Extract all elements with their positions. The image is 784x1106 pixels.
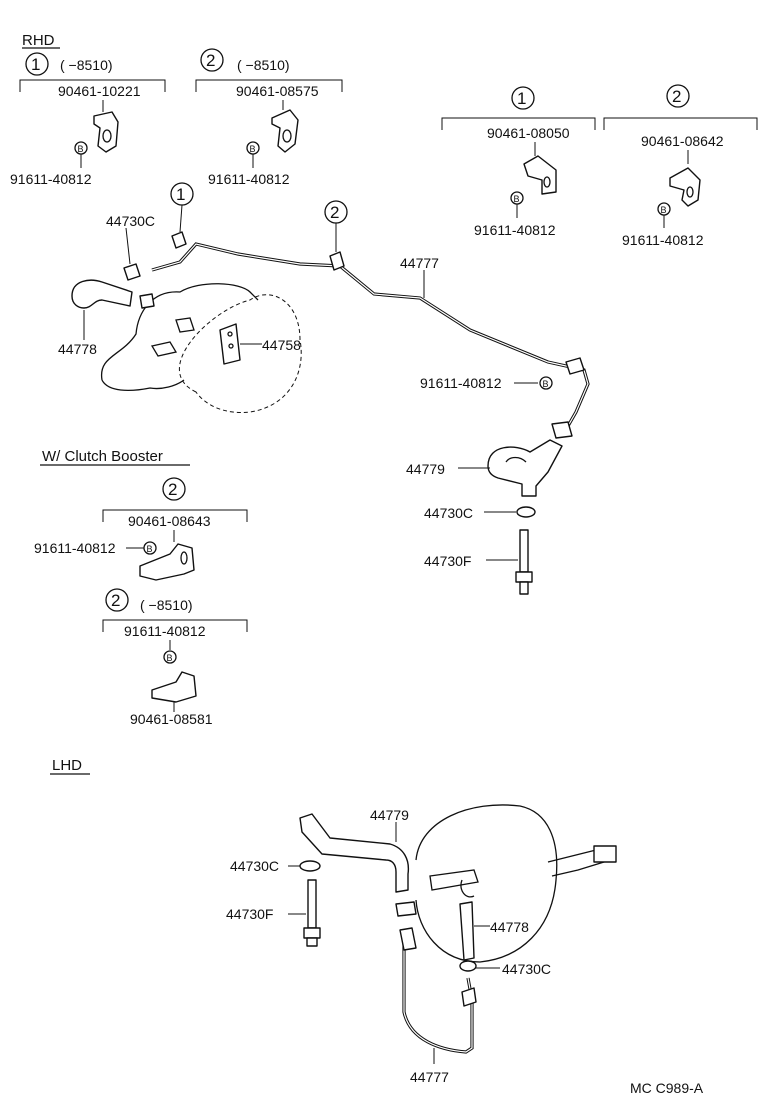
clutch-booster-callout-2-group: 2 90461-08643 B 91611-40812: [34, 477, 248, 581]
callout-2-label: 2: [206, 51, 215, 70]
part-label-90461-08575: 90461-08575: [236, 83, 319, 99]
hose-44779-icon: [299, 813, 410, 893]
check-valve-44730F-icon: [307, 879, 317, 929]
part-label-91611-40812: 91611-40812: [474, 222, 556, 238]
bracket-line: [441, 117, 596, 130]
callout-1-label: 1: [31, 55, 40, 74]
callout-1-group-rhd: 1 ( −8510) 90461-10221 B 91611-40812: [10, 52, 166, 187]
section-title-rhd: RHD: [22, 32, 55, 49]
range-note: ( −8510): [140, 597, 193, 613]
part-label-44730C: 44730C: [230, 858, 279, 874]
part-label-91611-40812: 91611-40812: [124, 623, 206, 639]
hose-clamp-icon: [551, 421, 573, 439]
hose-clamp-icon: [123, 263, 141, 281]
svg-text:B: B: [147, 544, 153, 554]
part-label-44730C: 44730C: [502, 961, 551, 977]
part-label-91611-40812: 91611-40812: [10, 171, 92, 187]
hose-44779-icon: [487, 439, 563, 497]
diagram-code: MC C989-A: [630, 1080, 704, 1096]
hose-clamp-icon: [459, 960, 477, 972]
callout-2-label: 2: [111, 591, 120, 610]
pipe-clamp-icon: [171, 231, 187, 249]
hose-44778-icon: [459, 901, 475, 961]
hose-clamp-icon: [139, 293, 155, 309]
vacuum-pipe-44777-icon: [151, 242, 590, 427]
svg-text:B: B: [661, 205, 667, 215]
callout-1-label: 1: [176, 185, 185, 204]
section-title-clutch-booster: W/ Clutch Booster: [42, 448, 163, 465]
part-label-90461-08581: 90461-08581: [130, 711, 213, 727]
part-label-91611-40812: 91611-40812: [208, 171, 290, 187]
part-label-44777: 44777: [410, 1069, 449, 1085]
part-label-44778: 44778: [490, 919, 529, 935]
svg-text:B: B: [543, 379, 549, 389]
part-label-91611-40812: 91611-40812: [420, 375, 502, 391]
part-label-44779: 44779: [406, 461, 445, 477]
bracket-line: [19, 79, 166, 92]
clamp-part-icon: [523, 155, 557, 195]
part-label-44778: 44778: [58, 341, 97, 357]
part-label-90461-08642: 90461-08642: [641, 133, 724, 149]
svg-text:B: B: [514, 194, 520, 204]
hose-clamp-icon: [395, 901, 417, 917]
callout-1-group-right: 1 90461-08050 B 91611-40812: [441, 86, 596, 238]
bolt-marker-icon: [539, 376, 553, 390]
callout-1-circle: [25, 52, 49, 76]
clamp-part-icon: [151, 671, 197, 703]
callout-2-group-rhd: 2 ( −8510) 90461-08575 B 91611-40812: [195, 48, 343, 187]
range-note: ( −8510): [60, 57, 113, 73]
part-label-44758: 44758: [262, 337, 301, 353]
callout-2-label: 2: [330, 203, 339, 222]
part-label-90461-08643: 90461-08643: [128, 513, 211, 529]
brake-booster-outline: [179, 294, 302, 414]
part-label-44730F: 44730F: [226, 906, 273, 922]
bracket-line: [102, 619, 248, 632]
part-label-91611-40812: 91611-40812: [34, 540, 116, 556]
bracket-line: [102, 509, 248, 522]
callout-2-circle: [200, 48, 224, 72]
svg-text:B: B: [78, 144, 84, 154]
pipe-clamp-icon: [399, 927, 417, 951]
pipe-clamp-icon: [461, 987, 477, 1007]
clamp-part-icon: [93, 111, 119, 153]
callout-2-label: 2: [168, 480, 177, 499]
elbow-hose-44778-icon: [71, 279, 133, 309]
part-label-44730C: 44730C: [106, 213, 155, 229]
part-label-91611-40812: 91611-40812: [622, 232, 704, 248]
bracket-line: [603, 117, 758, 130]
callout-2-label: 2: [672, 87, 681, 106]
clamp-part-icon: [669, 167, 701, 207]
section-title-lhd: LHD: [52, 757, 82, 774]
svg-text:B: B: [167, 653, 173, 663]
part-label-44779: 44779: [370, 807, 409, 823]
hose-clamp-icon: [516, 506, 536, 518]
svg-text:B: B: [250, 144, 256, 154]
brake-booster-outline: [415, 804, 558, 963]
part-label-44730F: 44730F: [424, 553, 471, 569]
pipe-clamp-icon: [565, 357, 585, 375]
hose-clamp-icon: [299, 860, 321, 872]
check-valve-44730F-icon: [519, 529, 529, 573]
part-label-44730C: 44730C: [424, 505, 473, 521]
clutch-booster-callout-2-range-group: 2 ( −8510) 91611-40812 B 90461-08581: [102, 588, 248, 727]
part-label-90461-08050: 90461-08050: [487, 125, 570, 141]
part-label-90461-10221: 90461-10221: [58, 83, 141, 99]
range-note: ( −8510): [237, 57, 290, 73]
clamp-part-icon: [139, 543, 195, 581]
pipe-clamp-icon: [329, 251, 345, 271]
bolt-marker-icon: [163, 650, 177, 664]
callout-2-group-right: 2 90461-08642 B 91611-40812: [603, 84, 758, 248]
callout-1-label: 1: [517, 89, 526, 108]
bracket-line: [195, 79, 343, 92]
part-label-44777: 44777: [400, 255, 439, 271]
